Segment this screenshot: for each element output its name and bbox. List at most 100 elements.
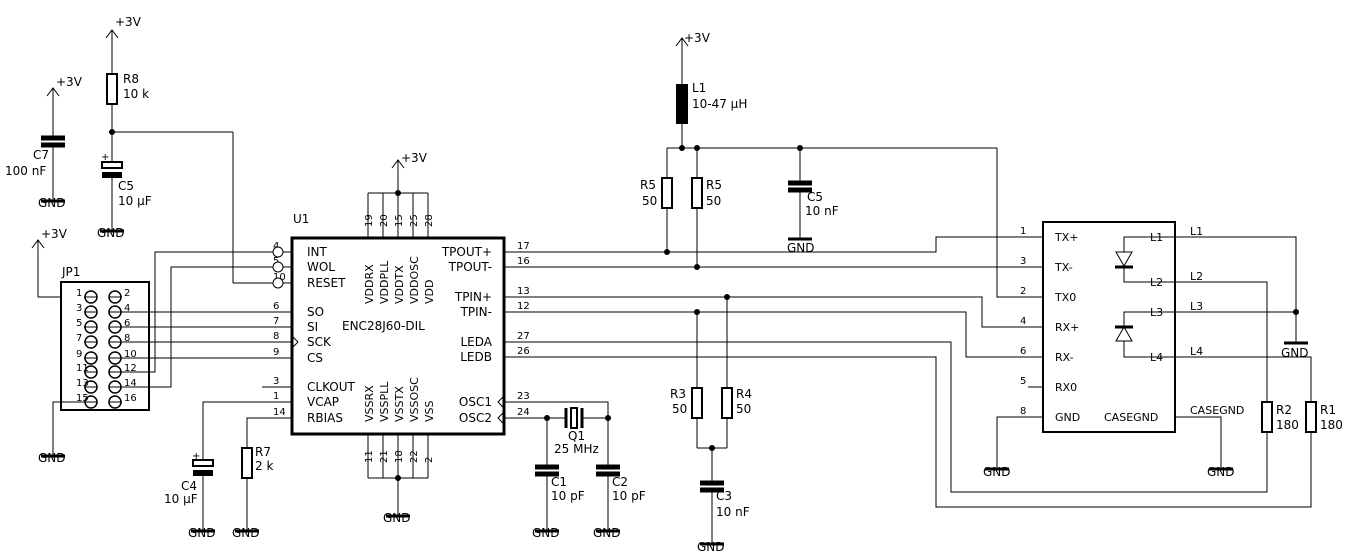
jp1-to-u1-wiring bbox=[122, 251, 292, 388]
u1-pin-number: 24 bbox=[517, 407, 530, 418]
casegnd-label: CASEGND bbox=[1190, 404, 1244, 417]
u1-ref: U1 bbox=[293, 212, 309, 226]
r2-resistor bbox=[1261, 401, 1273, 433]
c5-value: 10 µF bbox=[118, 194, 152, 208]
u1-pin-name: VDDRX bbox=[363, 264, 376, 304]
magjack-pin-name: GND bbox=[1055, 411, 1080, 424]
r3-value: 50 bbox=[672, 402, 687, 416]
u1-pin-name: INT bbox=[307, 245, 328, 259]
c7-value: 100 nF bbox=[5, 164, 46, 178]
r1-resistor bbox=[1305, 401, 1317, 433]
magjack-output-label: L1 bbox=[1190, 225, 1203, 238]
r2-ref: R2 bbox=[1276, 403, 1292, 417]
jp1-pin-number: 11 bbox=[76, 363, 89, 374]
magjack-output-label: L4 bbox=[1190, 345, 1203, 358]
vcap-rbias-network: + C4 10 µF GND R7 2 k GND bbox=[164, 386, 292, 540]
u1-pin-name: RESET bbox=[307, 276, 346, 290]
jp1-pin-number: 8 bbox=[124, 333, 130, 344]
r8-ref: R8 bbox=[123, 72, 139, 86]
ground-label: GND bbox=[532, 526, 560, 540]
jp1-pin-number: 7 bbox=[76, 333, 82, 344]
l1-ref: L1 bbox=[692, 81, 706, 95]
u1-pin-number: 4 bbox=[273, 241, 279, 252]
jp1-pin-number: 10 bbox=[124, 349, 137, 360]
u1-pin-name: VDD bbox=[423, 280, 436, 304]
c5-value: 10 nF bbox=[805, 204, 839, 218]
jp1-pin-number: 2 bbox=[124, 288, 130, 299]
jp1-pin-number: 3 bbox=[76, 303, 82, 314]
supply-label: +3V bbox=[115, 15, 142, 29]
c2-value: 10 pF bbox=[612, 489, 646, 503]
u1-pin-name: TPOUT+ bbox=[441, 245, 492, 259]
ground-label: GND bbox=[232, 526, 260, 540]
ground-label: GND bbox=[697, 540, 725, 554]
r3-ref: R3 bbox=[670, 387, 686, 401]
r5-value: 50 bbox=[706, 194, 721, 208]
magjack-led-label: L4 bbox=[1150, 351, 1163, 364]
rx-termination: R3 50 R4 50 C3 10 nF GND bbox=[670, 297, 752, 554]
u1-pin-number: 16 bbox=[517, 256, 530, 267]
u1-pin-name: CS bbox=[307, 351, 323, 365]
r5-resistor bbox=[691, 177, 703, 209]
supply-label: +3V bbox=[41, 227, 68, 241]
r7-ref: R7 bbox=[255, 445, 271, 459]
u1-body bbox=[290, 236, 506, 436]
u1-pin-number: 5 bbox=[273, 256, 279, 267]
u1-part: ENC28J60-DIL bbox=[342, 319, 425, 333]
c4-ref: C4 bbox=[181, 479, 197, 493]
supply-symbol bbox=[31, 239, 45, 257]
u1-pin-name: SO bbox=[307, 305, 324, 319]
tx-termination: +3V L1 10-47 µH R5 50 R5 50 C5 10 nF GND bbox=[640, 31, 1043, 298]
u1-pin-name: RBIAS bbox=[307, 411, 343, 425]
magjack-pin-name: TX+ bbox=[1054, 231, 1078, 244]
magjack-pin-name: RX- bbox=[1055, 351, 1074, 364]
u1-pin-name: VDDPLL bbox=[378, 260, 391, 304]
ground-symbol bbox=[786, 226, 814, 241]
u1-pin-number: 2 bbox=[424, 457, 435, 463]
u1-pin-number: 1 bbox=[273, 391, 279, 402]
magjack-led-label: L3 bbox=[1150, 306, 1163, 319]
ground-label: GND bbox=[1207, 465, 1235, 479]
svg-text:+: + bbox=[101, 152, 109, 163]
jp1-pin-number: 16 bbox=[124, 393, 137, 404]
c5-ref: C5 bbox=[118, 179, 134, 193]
u1-pin-number: 6 bbox=[273, 301, 279, 312]
c3-value: 10 nF bbox=[716, 505, 750, 519]
jp1-pin-number: 9 bbox=[76, 349, 82, 360]
jp1-pin-number: 6 bbox=[124, 318, 130, 329]
u1-pin-number: 7 bbox=[273, 316, 279, 327]
magjack-pin-number: 8 bbox=[1020, 406, 1026, 417]
supply-label: +3V bbox=[684, 31, 711, 45]
u1-pin-name: VCAP bbox=[307, 395, 339, 409]
u1-pin-number: 27 bbox=[517, 331, 530, 342]
crystal-network: Q1 25 MHz C1 10 pF GND C2 10 pF GND bbox=[504, 401, 646, 540]
l1-inductor bbox=[676, 84, 688, 124]
u1-pin-number: 25 bbox=[409, 214, 420, 227]
supply-symbol bbox=[105, 29, 119, 47]
u1-pin-name: VSS bbox=[423, 400, 436, 422]
u1-pin-number: 17 bbox=[517, 241, 530, 252]
jp1-pin-number: 4 bbox=[124, 303, 130, 314]
u1-pin-name: CLKOUT bbox=[307, 380, 356, 394]
ground-label: GND bbox=[38, 196, 66, 210]
l1-value: 10-47 µH bbox=[692, 97, 747, 111]
u1-pin-name: SCK bbox=[307, 335, 332, 349]
r8-resistor bbox=[106, 73, 118, 105]
c4-value: 10 µF bbox=[164, 492, 198, 506]
supply-label: +3V bbox=[56, 75, 83, 89]
ground-label: GND bbox=[593, 526, 621, 540]
r5-value: 50 bbox=[642, 194, 657, 208]
u1-pin-number: 8 bbox=[273, 331, 279, 342]
u1-pin-name: SI bbox=[307, 320, 318, 334]
c7-ref: C7 bbox=[33, 148, 49, 162]
r4-resistor bbox=[721, 387, 733, 419]
u1-pin-number: 3 bbox=[273, 376, 279, 387]
u1-pin-number: 28 bbox=[424, 214, 435, 227]
u1-pin-number: 20 bbox=[379, 214, 390, 227]
c3-ref: C3 bbox=[716, 489, 732, 503]
supply-symbol bbox=[46, 87, 60, 105]
r2-value: 180 bbox=[1276, 418, 1299, 432]
r5-resistor bbox=[661, 177, 673, 209]
